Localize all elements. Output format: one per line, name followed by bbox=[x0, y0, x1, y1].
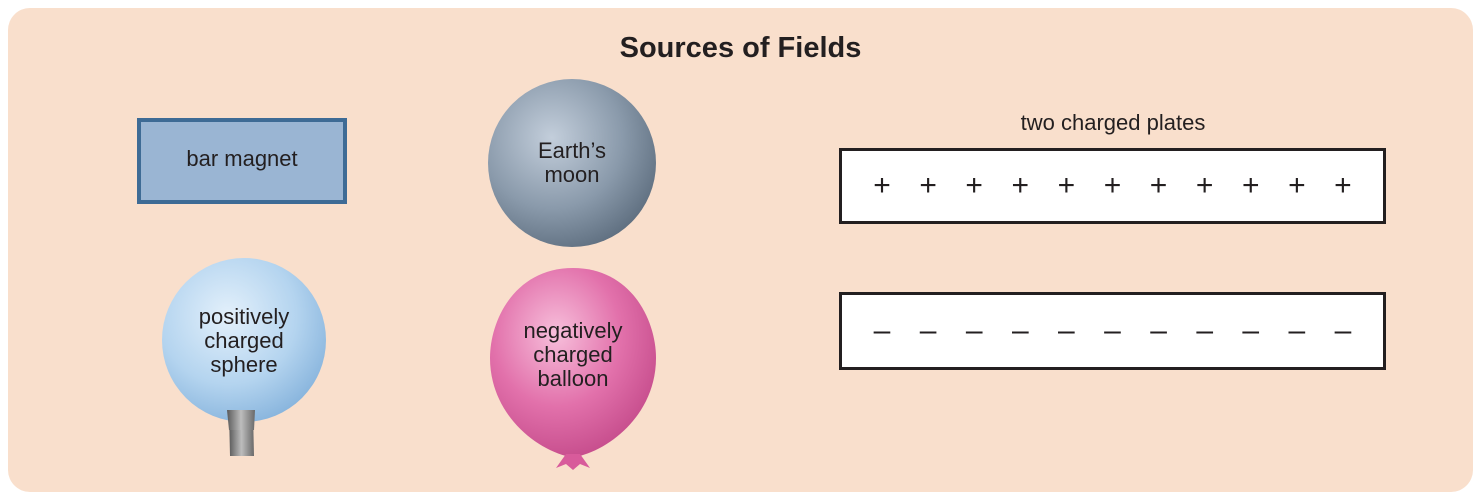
sphere-label: positively charged sphere bbox=[164, 305, 324, 377]
positive-charge-symbol: + bbox=[1288, 169, 1306, 202]
positive-charge-symbol: + bbox=[965, 169, 983, 202]
negative-charge-symbol: – bbox=[873, 314, 891, 347]
balloon-label-line2: charged bbox=[533, 342, 613, 367]
balloon-label-line1: negatively bbox=[523, 318, 623, 343]
positive-charge-symbol: + bbox=[1057, 169, 1076, 202]
balloon-label: negatively charged balloon bbox=[493, 319, 653, 391]
positive-charge-symbol: + bbox=[873, 169, 891, 202]
moon-label-line1: Earth’s bbox=[537, 138, 607, 163]
balloon-knot bbox=[556, 454, 590, 470]
balloon-shape bbox=[490, 268, 656, 456]
balloon-label-line3: balloon bbox=[537, 366, 609, 391]
sphere-label-line2: charged bbox=[204, 328, 284, 353]
positive-charge-symbol: + bbox=[1334, 169, 1352, 202]
positive-charge-symbol: + bbox=[1195, 169, 1214, 202]
negative-plate: ––––––––––– bbox=[839, 292, 1386, 370]
negative-charge-symbol: – bbox=[1288, 314, 1306, 347]
moon-label-line2: moon bbox=[544, 162, 600, 187]
positive-plate: + + + + + + + + + + + bbox=[839, 148, 1386, 224]
plates-label: two charged plates bbox=[1020, 110, 1206, 135]
moon-shape bbox=[488, 79, 656, 247]
diagram-title: Sources of Fields bbox=[619, 32, 862, 64]
bar-magnet-shape bbox=[137, 118, 347, 204]
positive-charge-symbol: + bbox=[1011, 169, 1030, 202]
positive-charge-symbol: + bbox=[1241, 169, 1260, 202]
negative-charge-symbol: – bbox=[1150, 314, 1167, 347]
negative-charge-symbol: – bbox=[1196, 314, 1213, 347]
sphere-label-line1: positively bbox=[198, 304, 290, 329]
negative-charge-symbol: – bbox=[965, 314, 983, 347]
moon-label: Earth’s moon bbox=[492, 139, 652, 187]
negative-charge-symbol: – bbox=[1058, 314, 1075, 347]
negative-charge-symbol: – bbox=[1011, 314, 1029, 347]
positive-charge-symbol: + bbox=[1103, 169, 1122, 202]
sphere-stand-top bbox=[227, 410, 255, 430]
sphere-shape bbox=[162, 258, 326, 422]
bar-magnet-label: bar magnet bbox=[186, 146, 298, 171]
negative-charge-symbol: – bbox=[919, 314, 937, 347]
sphere-label-line3: sphere bbox=[210, 352, 278, 377]
negative-charge-symbol: – bbox=[1334, 314, 1352, 347]
negative-charge-symbol: – bbox=[1242, 314, 1260, 347]
positive-charge-symbol: + bbox=[1149, 169, 1168, 202]
positive-charge-symbol: + bbox=[919, 169, 937, 202]
negative-charge-symbol: – bbox=[1104, 314, 1121, 347]
